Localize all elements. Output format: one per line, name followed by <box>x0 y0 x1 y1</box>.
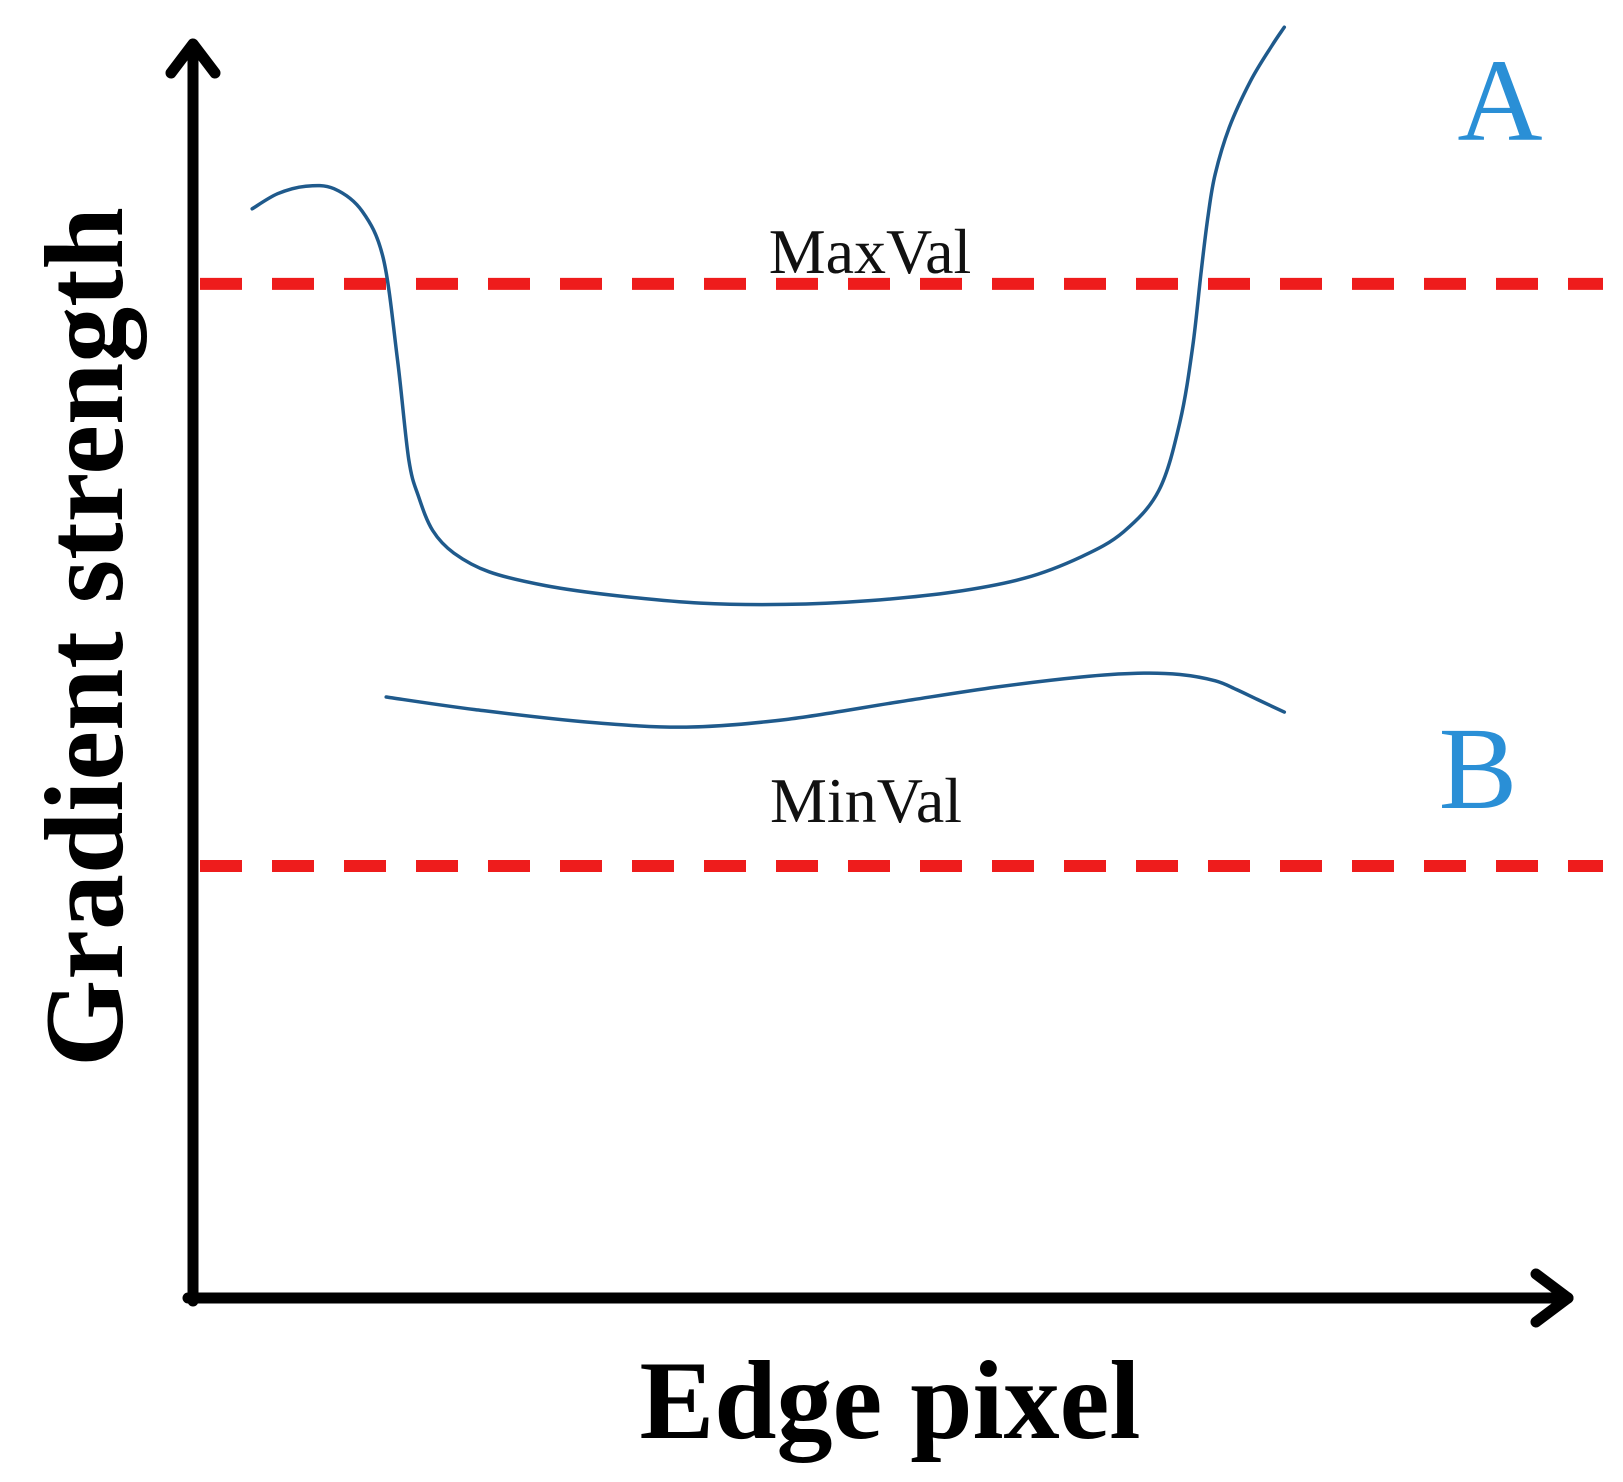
curve-label-b: B <box>1439 703 1518 834</box>
y-axis-title: Gradient strength <box>23 207 147 1067</box>
x-axis-arrowhead <box>1530 1268 1574 1328</box>
threshold-label-maxval: MaxVal <box>769 216 972 287</box>
curve-b <box>384 671 1287 729</box>
threshold-label-minval: MinVal <box>770 765 962 836</box>
x-axis-title: Edge pixel <box>640 1339 1141 1463</box>
curve-label-a: A <box>1457 35 1542 166</box>
y-axis-arrowhead <box>165 38 221 79</box>
axes <box>165 38 1574 1328</box>
curve-a <box>250 25 1287 607</box>
